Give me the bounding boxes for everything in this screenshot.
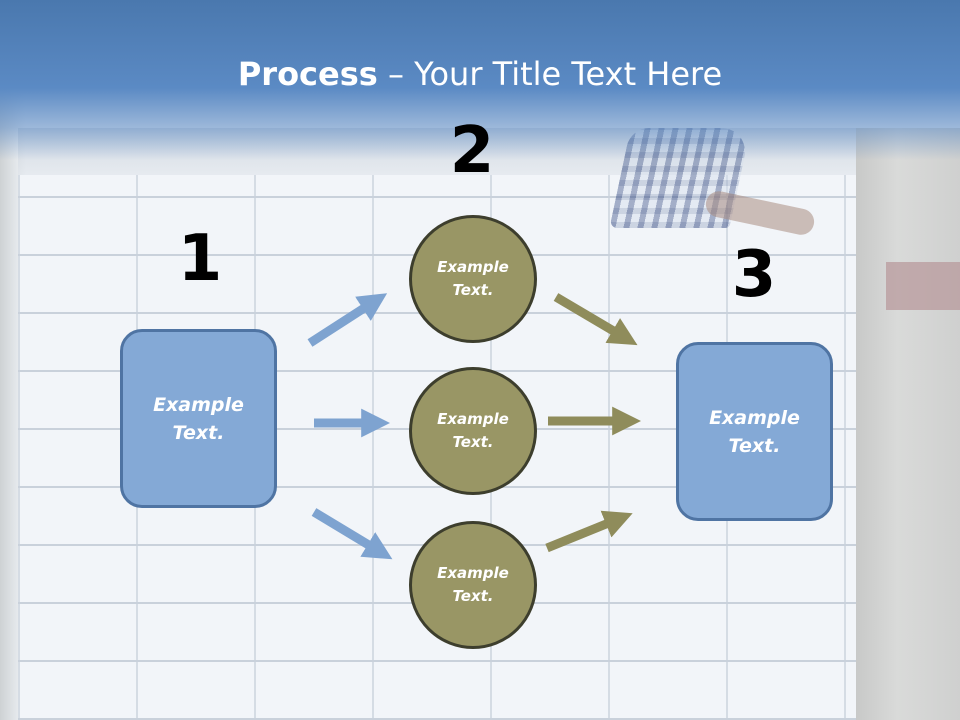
circle-bottom[interactable]: Example Text. [409, 521, 537, 649]
title-bold: Process [237, 55, 378, 93]
step-number-3: 3 [731, 238, 777, 312]
circle-middle[interactable]: Example Text. [409, 367, 537, 495]
title-rest: – Your Title Text Here [377, 55, 723, 93]
column-stain [886, 262, 960, 310]
left-box[interactable]: Example Text. [120, 329, 277, 508]
right-box-text: Example Text. [709, 406, 800, 457]
step-number-1: 1 [177, 222, 223, 296]
right-box[interactable]: Example Text. [676, 342, 833, 521]
circle-middle-text: Example Text. [437, 410, 509, 451]
slide-title: Process – Your Title Text Here [0, 52, 960, 96]
step-number-2: 2 [449, 114, 495, 188]
arrow-right-bottom [545, 510, 633, 553]
arrow-left-bottom [311, 508, 393, 560]
circle-bottom-text: Example Text. [437, 564, 509, 605]
circle-top[interactable]: Example Text. [409, 215, 537, 343]
title-band [0, 0, 960, 160]
arrow-left-top [307, 293, 388, 347]
circle-top-text: Example Text. [437, 258, 509, 299]
left-box-text: Example Text. [153, 393, 244, 444]
arrow-right-top [553, 293, 638, 346]
concrete-column [856, 128, 960, 720]
